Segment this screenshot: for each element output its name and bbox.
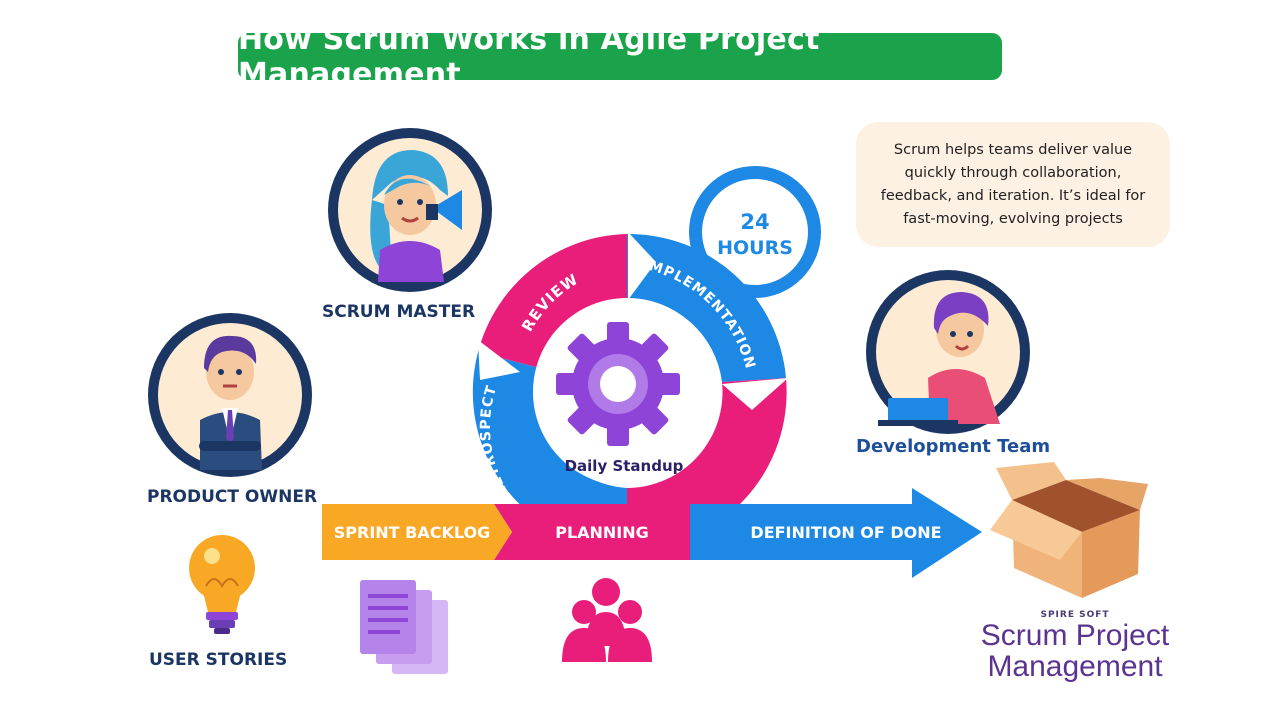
info-text: Scrum helps teams deliver value quickly … <box>880 141 1146 227</box>
brand-small-text: SPIRE SOFT <box>1040 610 1110 620</box>
flow-arrow <box>322 488 982 578</box>
gear-icon <box>556 322 680 446</box>
documents-icon <box>360 580 448 674</box>
hours-label: HOURS <box>717 237 793 259</box>
brand-logo: SPIRE SOFT Scrum Project Management <box>970 610 1180 682</box>
brand-line-1: Scrum Project <box>980 619 1170 652</box>
center-label: Daily Standup <box>565 457 684 475</box>
product-owner-avatar <box>148 313 312 477</box>
info-box: Scrum helps teams deliver value quickly … <box>856 122 1170 247</box>
scrum-master-avatar <box>328 128 492 292</box>
brand-line-2: Management <box>987 650 1163 683</box>
flow-sprint-backlog: SPRINT BACKLOG <box>334 523 490 542</box>
user-stories-label: USER STORIES <box>149 650 288 670</box>
product-owner-label: PRODUCT OWNER <box>147 487 318 507</box>
team-icon <box>562 578 652 662</box>
lightbulb-icon <box>189 535 255 634</box>
development-team-label: Development Team <box>856 436 1051 457</box>
scrum-master-label: SCRUM MASTER <box>322 302 476 322</box>
box-icon <box>990 462 1148 598</box>
flow-planning: PLANNING <box>555 523 649 542</box>
hours-number: 24 <box>740 210 769 234</box>
development-team-avatar <box>866 270 1030 434</box>
flow-definition-of-done: DEFINITION OF DONE <box>750 523 941 542</box>
